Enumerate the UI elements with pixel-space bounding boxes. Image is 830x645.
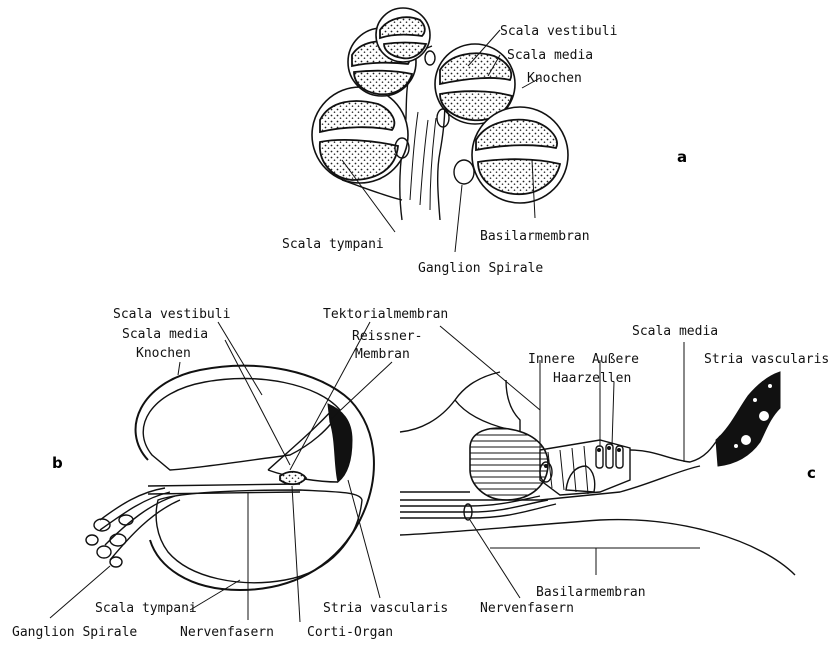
b-label-ganglion-spirale: Ganglion Spirale	[12, 625, 137, 640]
a-label-basilarmembran: Basilarmembran	[480, 229, 590, 244]
a-label-scala-tympani: Scala tympani	[282, 237, 384, 252]
c-label-stria-vascularis: Stria vascularis	[704, 352, 829, 367]
c-spiral-limbus	[470, 428, 548, 500]
panel-letter-b: b	[52, 454, 63, 472]
a-label-knochen: Knochen	[527, 71, 582, 86]
b-label-scala-vestibuli: Scala vestibuli	[113, 307, 230, 322]
b-label-reissner-1: Reissner-	[352, 329, 422, 344]
c-tectorial-outer	[400, 372, 500, 432]
b-scala-vestibuli	[143, 378, 340, 470]
c-outer-hair-cells	[596, 444, 623, 468]
c-floor	[400, 520, 795, 575]
b-corti-organ	[280, 472, 306, 485]
modiolus-fibers	[410, 112, 436, 210]
panel-b: Scala vestibuli Scala media Knochen Tekt…	[12, 307, 448, 640]
panel-letter-a: a	[677, 148, 687, 166]
b-label-corti-organ: Corti-Organ	[307, 625, 393, 640]
a-label-ganglion-spirale: Ganglion Spirale	[418, 261, 543, 276]
panel-c: Scala media Stria vascularis Innere Auße…	[400, 324, 829, 616]
panel-a: Scala vestibuli Scala media Knochen Basi…	[282, 8, 687, 276]
a-label-scala-media: Scala media	[507, 48, 593, 63]
b-label-knochen: Knochen	[136, 346, 191, 361]
b-basilar-membrane	[148, 484, 300, 494]
cochlear-turn-apex	[376, 8, 430, 62]
b-nerve-bundle	[100, 488, 180, 560]
panel-letter-c: c	[807, 464, 816, 482]
c-tunnel-of-corti	[566, 466, 595, 492]
b-label-scala-media: Scala media	[122, 327, 208, 342]
c-scala-media-roof	[630, 436, 720, 462]
c-label-aussere: Außere	[592, 352, 639, 367]
b-reissner-membrane	[268, 408, 334, 470]
b-label-reissner-2: Membran	[355, 347, 410, 362]
c-label-haarzellen: Haarzellen	[553, 371, 631, 386]
b-label-stria-vascularis: Stria vascularis	[323, 601, 448, 616]
b-ganglion-cluster	[86, 515, 133, 567]
c-label-basilarmembran: Basilarmembran	[536, 585, 646, 600]
c-label-scala-media: Scala media	[632, 324, 718, 339]
c-label-nervenfasern: Nervenfasern	[480, 601, 574, 616]
b-label-nervenfasern: Nervenfasern	[180, 625, 274, 640]
panel-a-base-line	[342, 180, 402, 200]
b-scala-tympani	[156, 490, 362, 583]
b-stria-vascularis	[328, 404, 352, 482]
c-basilar-bracket	[490, 548, 700, 575]
b-label-scala-tympani: Scala tympani	[95, 601, 197, 616]
c-label-innere: Innere	[528, 352, 575, 367]
cochlear-turn-4	[472, 107, 568, 203]
c-tectorial-line	[455, 380, 520, 432]
cochlear-turn-1	[312, 87, 408, 183]
c-organ-of-corti	[540, 440, 630, 495]
b-label-tektorialmembran: Tektorialmembran	[323, 307, 448, 322]
a-label-scala-vestibuli: Scala vestibuli	[500, 24, 617, 39]
